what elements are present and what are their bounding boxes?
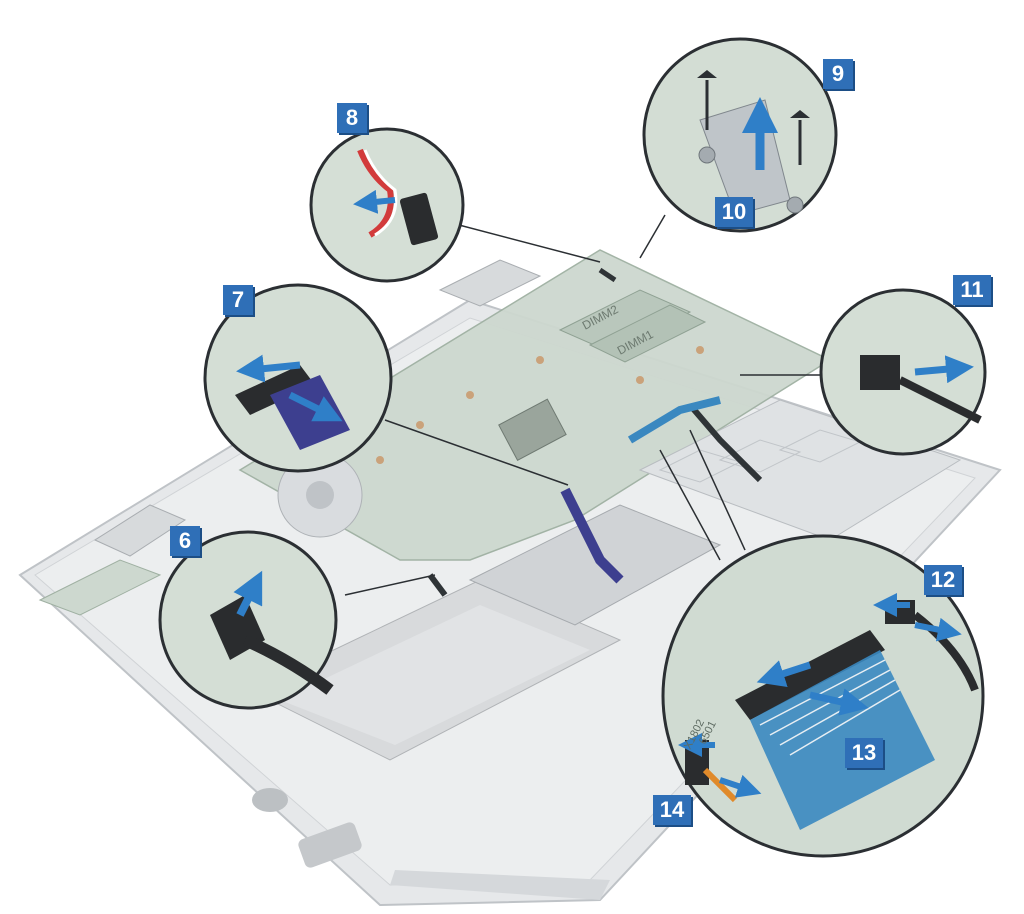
detail-circle-speaker-connector	[819, 288, 987, 456]
touchpad-bracket	[468, 504, 722, 626]
callout-badge-12: 12	[924, 565, 962, 595]
callout-badge-11: 11	[953, 275, 991, 305]
detail-circle-fpc-connector	[203, 283, 393, 473]
callout-badge-14: 14	[653, 795, 691, 825]
callout-badge-7: 7	[223, 285, 253, 315]
battery	[248, 579, 622, 761]
callout-badge-13: 13	[845, 738, 883, 768]
detail-circle-io-cables: X1802 6501	[661, 534, 985, 858]
callout-badge-8: 8	[337, 103, 367, 133]
callout-badge-10: 10	[715, 197, 753, 227]
system-board: DIMM2 DIMM1	[238, 249, 832, 561]
callout-badge-6: 6	[170, 526, 200, 556]
detail-circle-battery-cable	[158, 530, 338, 710]
speaker	[252, 788, 362, 868]
io-board	[38, 559, 162, 616]
hinges	[93, 259, 542, 557]
detail-circle-bracket	[642, 37, 838, 233]
leader-lines	[344, 214, 820, 596]
detail-circle-dc-in-connector	[309, 127, 465, 283]
fan	[277, 452, 363, 538]
flex-cables	[427, 267, 763, 597]
callout-badge-9: 9	[823, 59, 853, 89]
